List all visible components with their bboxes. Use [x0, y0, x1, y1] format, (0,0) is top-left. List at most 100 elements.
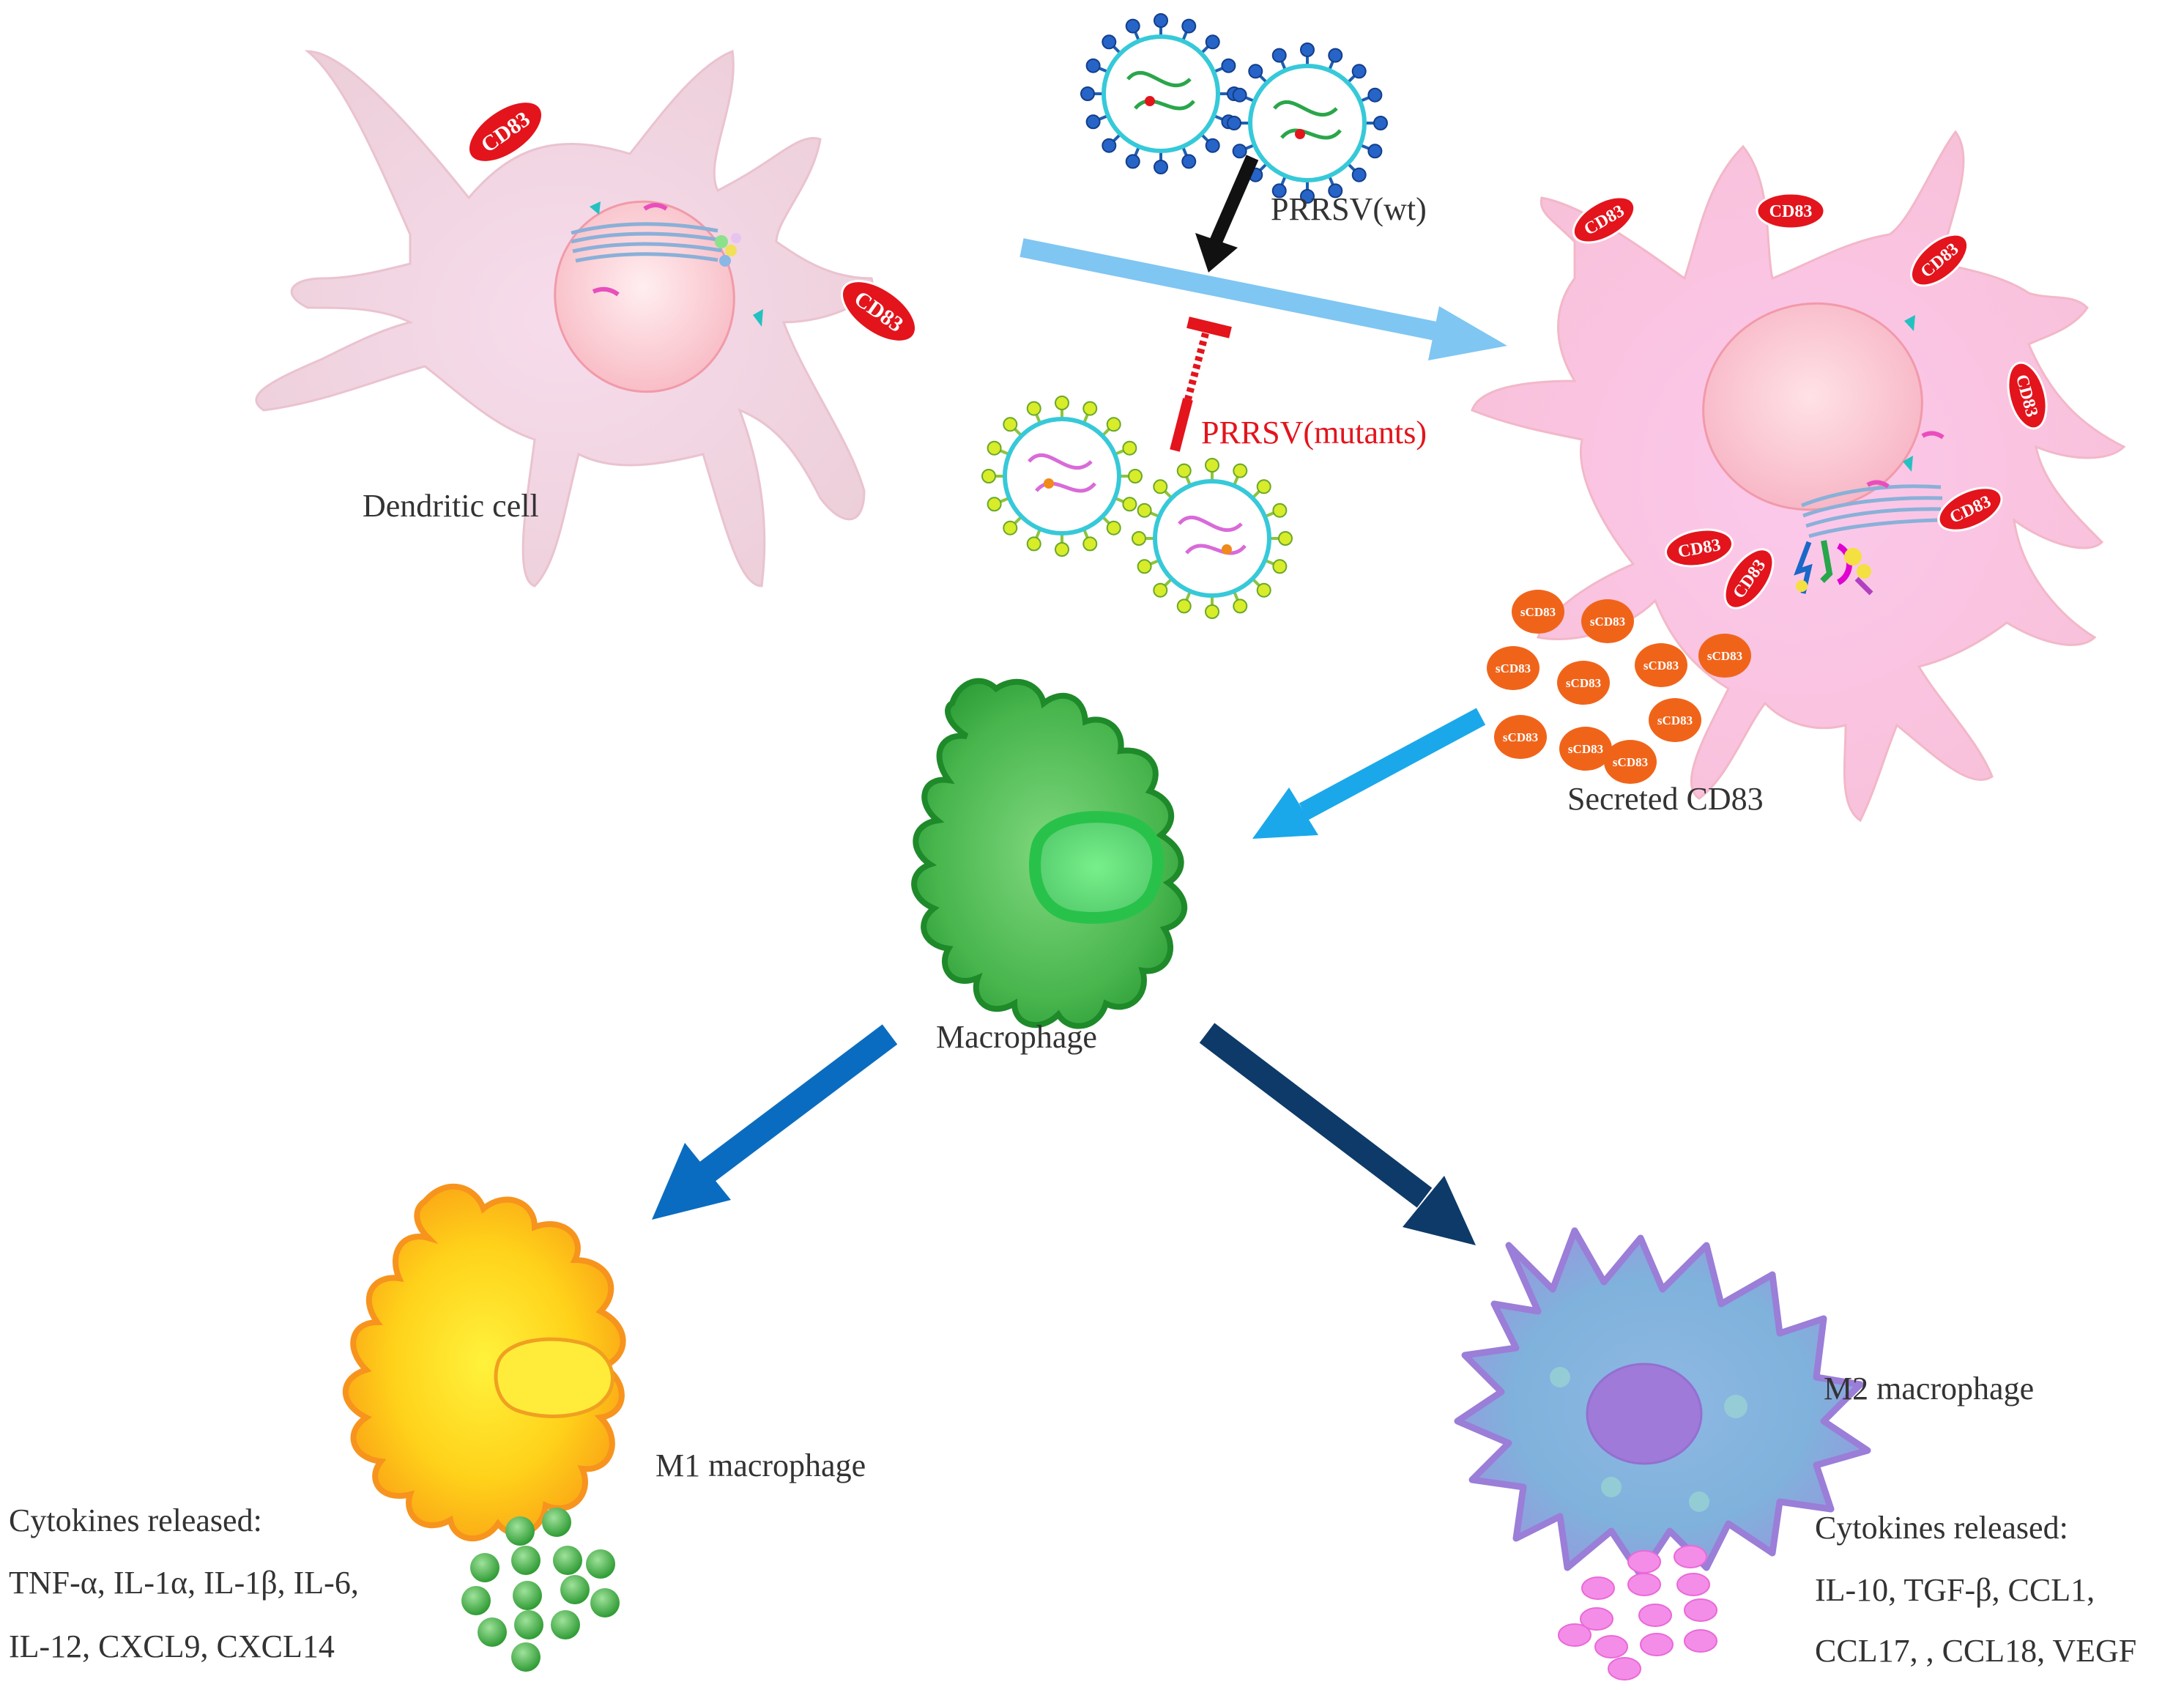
scd83-label: sCD83 — [1520, 605, 1556, 619]
m2-cytokine-granule — [1638, 1604, 1672, 1627]
cd83-tag: CD83 — [1756, 192, 1826, 230]
virus-spike — [1221, 58, 1236, 73]
virus-spike — [1232, 144, 1247, 159]
m1-cytokine-granule — [513, 1581, 542, 1610]
scd83-molecule: sCD83 — [1698, 634, 1751, 678]
scd83-molecule: sCD83 — [1649, 698, 1701, 742]
virus-spike — [1154, 160, 1168, 174]
scd83-molecule: sCD83 — [1557, 661, 1610, 705]
virus-spike — [1233, 598, 1248, 614]
m1-cytokine-granule — [542, 1508, 571, 1537]
m2-cytokine-granule — [1581, 1576, 1615, 1600]
virus-spike — [1233, 463, 1248, 478]
macrophage-label: Macrophage — [936, 1019, 1097, 1055]
m2-cytokine-granule — [1580, 1607, 1613, 1631]
m1-cytokine-granule — [478, 1617, 507, 1647]
virus-spike — [1271, 183, 1287, 199]
m1-cytokine-granule — [470, 1553, 499, 1582]
secreted-cd83-cluster: sCD83 sCD83 sCD83 sCD83 sCD83 sCD83 sCD8… — [1487, 590, 1751, 784]
m1-cytokine-granule — [586, 1549, 615, 1579]
virus-wt-particle — [1227, 42, 1388, 204]
scd83-molecule: sCD83 — [1559, 727, 1612, 771]
virus-spike — [987, 497, 1002, 512]
macrophage — [911, 678, 1188, 1029]
virus-spike — [1181, 154, 1197, 169]
virus-spike — [1125, 18, 1140, 34]
m1-cytokine-granules — [461, 1508, 620, 1672]
m1-cytokine-granule — [553, 1546, 582, 1575]
scd83-label: sCD83 — [1503, 730, 1538, 744]
m1-macrophage-cell — [342, 1183, 626, 1542]
virus-spike — [1351, 64, 1367, 79]
virus-spike — [1154, 13, 1168, 28]
virus-spike — [1125, 154, 1140, 169]
secreted-cd83-label: Secreted CD83 — [1567, 781, 1764, 817]
virus-spike — [1055, 396, 1069, 410]
virus-spike — [1373, 116, 1388, 130]
m1-cytokine-granule — [461, 1586, 491, 1615]
m1-cytokine-granule — [590, 1588, 620, 1617]
m2-cytokine-granule — [1684, 1629, 1717, 1653]
virus-spike — [987, 440, 1002, 456]
virus-spike — [1271, 48, 1287, 63]
virus-mutant-particle — [981, 396, 1143, 557]
virus-spike — [1256, 479, 1271, 494]
virus-spike — [1055, 542, 1069, 557]
m2-cytokines-line1: IL-10, TGF-β, CCL1, — [1815, 1572, 2095, 1608]
virus-spike — [1328, 48, 1343, 63]
cd83-label: CD83 — [1769, 202, 1813, 221]
m1-cytokine-granule — [551, 1610, 580, 1639]
virus-mutant-particle — [1132, 458, 1293, 619]
m2-macrophage-cell — [1454, 1227, 1871, 1579]
scd83-label: sCD83 — [1566, 676, 1601, 690]
scd83-molecule: sCD83 — [1604, 740, 1657, 784]
virus-spike — [981, 469, 996, 483]
virus-spike — [1278, 531, 1293, 546]
m2-cytokine-granule — [1608, 1657, 1641, 1680]
virus-spike — [1102, 138, 1117, 153]
scd83-label: sCD83 — [1496, 661, 1531, 675]
scd83-arrow — [1252, 708, 1486, 839]
virus-spike — [1153, 582, 1168, 598]
m1-polarization-arrow — [652, 1024, 898, 1220]
dendritic-cell-label: Dendritic cell — [363, 488, 539, 524]
m1-macrophage-label: M1 macrophage — [655, 1448, 866, 1483]
m1-cytokine-granule — [514, 1610, 543, 1639]
virus-spike — [1300, 189, 1315, 204]
virus-spike — [1137, 503, 1152, 518]
virus-spike — [1003, 417, 1018, 432]
virus-spike — [1205, 138, 1220, 153]
m1-cytokine-granule — [560, 1575, 590, 1604]
virus-spike — [1272, 503, 1288, 518]
m2-macrophage-label: M2 macrophage — [1824, 1371, 2034, 1407]
scd83-molecule: sCD83 — [1635, 643, 1687, 687]
virus-spike — [1227, 116, 1241, 130]
virus-spike — [1248, 64, 1263, 79]
cd83-tag: CD83 — [1937, 486, 2003, 532]
scd83-label: sCD83 — [1568, 742, 1603, 756]
scd83-label: sCD83 — [1707, 649, 1742, 663]
virus-spike — [1106, 417, 1121, 432]
cd83-tag: CD83 — [2007, 361, 2048, 430]
virus-spike — [1272, 559, 1288, 574]
virus-spike — [1328, 183, 1343, 199]
scd83-label: sCD83 — [1657, 714, 1693, 727]
m2-cytokines-line2: CCL17, , CCL18, VEGF — [1815, 1633, 2136, 1669]
organelle-cyan — [753, 309, 763, 327]
scd83-label: sCD83 — [1643, 659, 1679, 672]
organelle-cyan — [590, 201, 601, 215]
virus-spike — [1232, 87, 1247, 103]
virus-spike — [1128, 469, 1143, 483]
scd83-molecule: sCD83 — [1487, 646, 1539, 690]
virus-spike — [1106, 520, 1121, 535]
virus-spike — [1026, 536, 1041, 552]
m2-cytokine-granules — [1558, 1545, 1717, 1680]
m2-cytokine-granule — [1640, 1633, 1674, 1656]
virus-spike — [1122, 497, 1137, 512]
virus-spike — [1082, 536, 1098, 552]
virus-wt-particle — [1080, 13, 1241, 174]
m2-cytokine-granule — [1674, 1545, 1707, 1568]
virus-spike — [1205, 604, 1219, 619]
virus-spike — [1351, 167, 1367, 182]
